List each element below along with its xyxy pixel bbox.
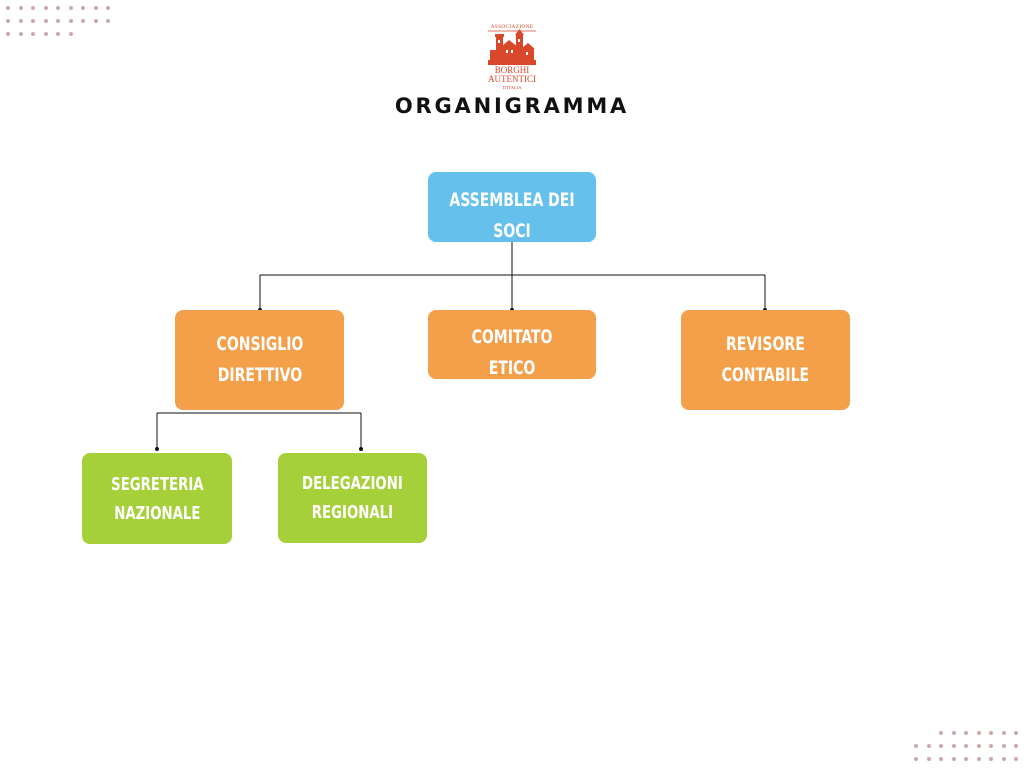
decorative-dot xyxy=(976,744,981,748)
node-label: DELEGAZIONI REGIONALI xyxy=(302,473,403,523)
page-title: ORGANIGRAMMA xyxy=(394,94,630,118)
decorative-dot xyxy=(68,6,73,10)
decorative-dot xyxy=(43,6,48,10)
decorative-dot xyxy=(989,731,993,735)
decorative-dot xyxy=(18,6,23,10)
decorative-dot xyxy=(951,757,956,761)
decorative-dot xyxy=(926,744,931,748)
decorative-dot xyxy=(1014,757,1018,761)
decorative-dot xyxy=(106,19,110,23)
decorative-dot xyxy=(56,32,60,36)
decorative-dot xyxy=(106,6,110,10)
logo-emblem: ASSOCIAZIONE BORGHI AUTENTICI xyxy=(488,24,536,90)
decorative-dot xyxy=(964,744,968,748)
decorative-dot xyxy=(914,757,918,761)
decorative-dot xyxy=(18,32,23,36)
svg-text:D'ITALIA: D'ITALIA xyxy=(502,85,522,90)
decorative-dot xyxy=(939,757,943,761)
node-revisore-contabile: REVISORE CONTABILE xyxy=(681,310,850,410)
svg-text:ASSOCIAZIONE: ASSOCIAZIONE xyxy=(491,24,534,30)
decorative-dot xyxy=(31,19,35,23)
decorative-dot xyxy=(6,32,10,36)
decorative-dot xyxy=(56,6,60,10)
decorative-dot xyxy=(926,757,931,761)
node-assemblea-dei-soci: ASSEMBLEA DEI SOCI xyxy=(428,172,596,242)
decorative-dot xyxy=(81,19,85,23)
decorative-dot xyxy=(964,757,968,761)
node-comitato-etico: COMITATO ETICO xyxy=(428,310,596,379)
decorative-dot xyxy=(43,32,48,36)
decorative-dot xyxy=(1001,731,1006,735)
decorative-dot xyxy=(6,19,10,23)
decorative-dot xyxy=(1014,731,1018,735)
decorative-dot xyxy=(68,32,73,36)
node-delegazioni-regionali: DELEGAZIONI REGIONALI xyxy=(278,453,427,543)
node-label: COMITATO ETICO xyxy=(471,326,553,379)
node-label: CONSIGLIO DIRETTIVO xyxy=(216,333,303,386)
decorative-dot xyxy=(81,6,85,10)
decorative-dot xyxy=(964,731,968,735)
decorative-dot xyxy=(1014,744,1018,748)
decorative-dot xyxy=(18,19,23,23)
decorative-dot xyxy=(31,32,35,36)
connector-endpoint-delegazioni xyxy=(359,447,363,451)
node-segreteria-nazionale: SEGRETERIA NAZIONALE xyxy=(82,453,232,544)
node-label: REVISORE CONTABILE xyxy=(721,333,810,386)
decorative-dot xyxy=(976,757,981,761)
decorative-dot xyxy=(976,731,981,735)
decorative-dot xyxy=(989,744,993,748)
connector-endpoint-segreteria xyxy=(155,447,159,451)
decorative-dot xyxy=(68,19,73,23)
decorative-dot xyxy=(93,19,98,23)
borghi-autentici-logo: ASSOCIAZIONE BORGHI AUTENTICI xyxy=(478,20,546,92)
node-label: SEGRETERIA NAZIONALE xyxy=(110,473,204,524)
decorative-dot xyxy=(951,731,956,735)
decorative-dot xyxy=(93,6,98,10)
decorative-dot xyxy=(939,744,943,748)
decorative-dots-top-left xyxy=(6,6,110,36)
decorative-dot xyxy=(1001,744,1006,748)
decorative-dot xyxy=(989,757,993,761)
node-label: ASSEMBLEA DEI SOCI xyxy=(449,189,575,242)
decorative-dots-bottom-right xyxy=(914,731,1018,761)
decorative-dot xyxy=(951,744,956,748)
decorative-dot xyxy=(56,19,60,23)
node-consiglio-direttivo: CONSIGLIO DIRETTIVO xyxy=(175,310,344,410)
decorative-dot xyxy=(43,19,48,23)
svg-text:AUTENTICI: AUTENTICI xyxy=(488,74,536,84)
decorative-dot xyxy=(1001,757,1006,761)
decorative-dot xyxy=(6,6,10,10)
svg-text:BORGHI: BORGHI xyxy=(495,65,530,75)
decorative-dot xyxy=(914,744,918,748)
decorative-dot xyxy=(939,731,943,735)
decorative-dot xyxy=(31,6,35,10)
